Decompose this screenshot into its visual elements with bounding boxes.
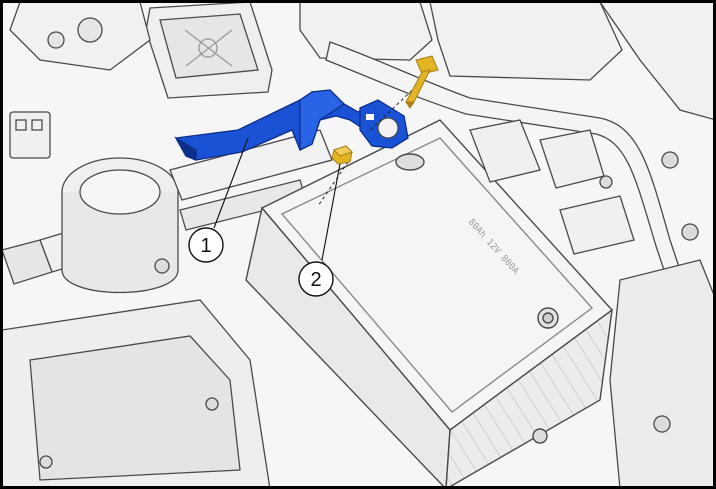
bolt [405, 55, 439, 109]
callout-1-label: 1 [200, 235, 211, 257]
install-line-nut [317, 161, 349, 207]
battery [245, 119, 614, 489]
callout-1-leader [213, 137, 249, 229]
callout-2-label: 2 [310, 269, 321, 291]
battery-cable [174, 89, 409, 161]
reservoir-cap [145, 1, 273, 99]
callout-2-leader [321, 163, 341, 261]
oil-filter-housing [61, 157, 179, 294]
upper-engine-parts [9, 1, 716, 121]
callout-2-circle [298, 261, 334, 297]
callout-1-circle [188, 227, 224, 263]
lower-tray [1, 299, 271, 489]
right-connectors [469, 119, 716, 489]
nut [331, 145, 353, 165]
